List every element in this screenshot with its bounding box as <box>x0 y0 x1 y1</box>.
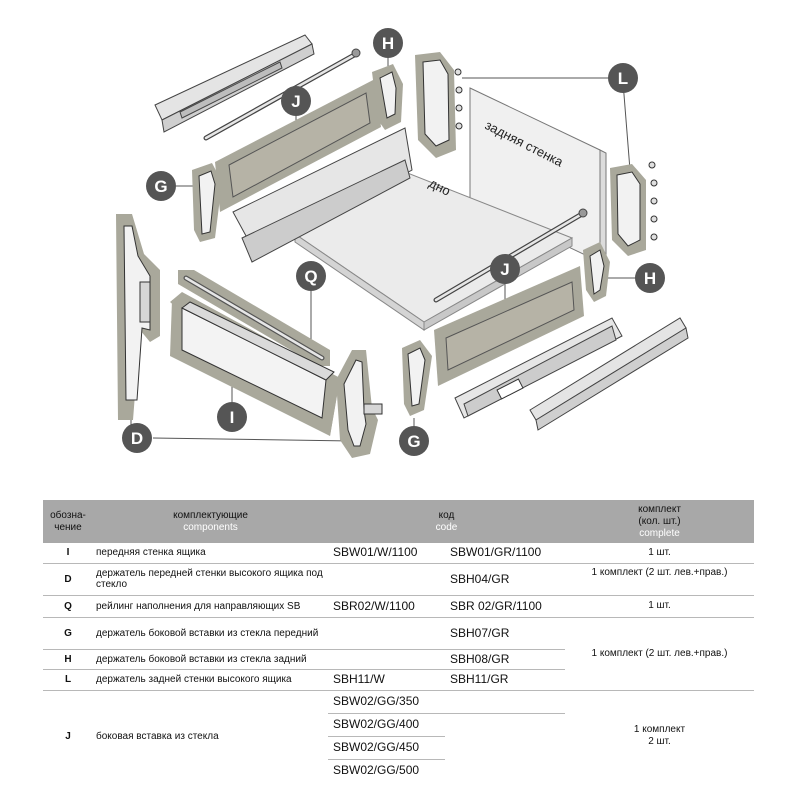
row-code2: SBR 02/GR/1100 <box>445 595 565 618</box>
row-kit: 1 шт. <box>565 543 754 564</box>
table-row: D держатель передней стенки высокого ящи… <box>43 563 754 596</box>
table-row: G держатель боковой вставки из стекла пе… <box>43 617 754 691</box>
row-code2: SBH07/GR <box>445 617 565 650</box>
callout-g-left: G <box>146 171 176 201</box>
row-code1 <box>328 649 445 670</box>
row-desc: держатель боковой вставки из стекла пере… <box>93 617 328 650</box>
empty-cell <box>445 713 565 736</box>
header-code: код code <box>328 500 565 543</box>
header-kit: комплект (кол. шт.) complete <box>565 500 754 543</box>
row-symbol: D <box>43 563 93 596</box>
callout-letter: H <box>644 269 656 288</box>
row-symbol: I <box>43 543 93 564</box>
callout-letter: D <box>131 429 143 448</box>
front-holder-d-right <box>336 350 383 458</box>
row-code1: SBH11/W <box>328 669 445 691</box>
row-code1: SBR02/W/1100 <box>328 595 445 618</box>
leader-lines <box>130 43 636 442</box>
table-row: SBW02/GG/450 <box>43 736 754 760</box>
row-desc: держатель задней стенки высокого ящика <box>93 669 328 691</box>
empty-cell <box>445 690 565 714</box>
front-wall-i <box>170 292 340 436</box>
row-kit: 1 комплект (2 шт. лев.+прав.) <box>565 563 754 596</box>
row-symbol: Q <box>43 595 93 618</box>
holder-g-right <box>402 340 432 416</box>
row-symbol: L <box>43 669 93 691</box>
table-header-row: обозна-чение комплектующие components ко… <box>43 500 754 543</box>
exploded-drawer-diagram: задняя стенка дно <box>116 28 689 458</box>
callout-letter: G <box>407 432 420 451</box>
table-row: I передняя стенка ящика SBW01/W/1100 SBW… <box>43 543 754 564</box>
row-symbol: G <box>43 617 93 650</box>
row-kit: 1 шт. <box>565 595 754 618</box>
row-code2: SBH04/GR <box>445 563 565 596</box>
callout-h-right: H <box>635 263 665 293</box>
holder-g-left <box>192 163 222 242</box>
holder-h-top <box>372 64 403 130</box>
callout-d: D <box>122 423 152 453</box>
callout-letter: Q <box>304 267 317 286</box>
table-row: SBW02/GG/500 <box>43 759 754 782</box>
row-code1: SBW02/GG/450 <box>328 736 445 760</box>
filling-rail-q <box>178 270 330 366</box>
empty-cell <box>445 759 565 782</box>
row-code1 <box>328 617 445 650</box>
callout-letter: I <box>230 408 235 427</box>
front-holder-d-left <box>116 214 160 420</box>
row-desc: рейлинг наполнения для направляющих SB <box>93 595 328 618</box>
row-desc: передняя стенка ящика <box>93 543 328 564</box>
callout-h-top: H <box>373 28 403 58</box>
row-code1: SBW02/GG/350 <box>328 690 445 714</box>
table-row: H держатель боковой вставки из стекла за… <box>43 649 754 670</box>
callout-q: Q <box>296 261 326 291</box>
header-symbol: обозна-чение <box>43 500 93 543</box>
row-code1 <box>328 563 445 596</box>
callout-letter: H <box>382 34 394 53</box>
rear-holder-l-left <box>415 52 463 158</box>
empty-cell <box>445 736 565 759</box>
callout-letter: G <box>154 177 167 196</box>
row-code1: SBW01/W/1100 <box>328 543 445 564</box>
glass-insert-upper <box>215 79 381 212</box>
row-kit: 1 комплект (2 шт. лев.+прав.) <box>565 617 754 691</box>
row-desc: боковая вставка из стекла <box>96 730 219 742</box>
rear-holder-l-right <box>610 161 658 256</box>
components-table: обозна-чение комплектующие components ко… <box>43 500 754 782</box>
rail-rod-top <box>203 48 361 141</box>
callout-g-right: G <box>399 426 429 456</box>
row-symbol: J <box>65 730 71 742</box>
table-row: L держатель задней стенки высокого ящика… <box>43 669 754 691</box>
side-wall-left <box>232 127 413 263</box>
header-components: комплектующие components <box>93 500 328 543</box>
callout-j-top: J <box>281 86 311 116</box>
callout-l: L <box>608 63 638 93</box>
row-code1: SBW02/GG/400 <box>328 713 445 737</box>
callout-i: I <box>217 402 247 432</box>
row-code2: SBW01/GR/1100 <box>445 543 565 564</box>
table-row: J боковая вставка из стекла SBW02/GG/350… <box>43 690 754 747</box>
row-desc: держатель передней стенки высокого ящика… <box>93 563 328 596</box>
glass-insert-lower <box>434 266 584 386</box>
callout-letter: J <box>500 260 509 279</box>
row-desc: держатель боковой вставки из стекла задн… <box>93 649 328 670</box>
slide-rail-top <box>154 34 315 133</box>
bottom-panel: дно <box>294 167 574 331</box>
row-code2: SBH08/GR <box>445 649 565 670</box>
row-code2: SBH11/GR <box>445 669 565 691</box>
callout-letter: J <box>291 92 300 111</box>
table-row: SBW02/GG/400 <box>43 713 754 737</box>
row-symbol: H <box>43 649 93 670</box>
callout-letter: L <box>618 69 628 88</box>
slide-rail-bottom <box>529 317 689 431</box>
row-code1: SBW02/GG/500 <box>333 763 420 778</box>
holder-h-right <box>583 242 610 302</box>
callout-j-bottom: J <box>490 254 520 284</box>
table-row: Q рейлинг наполнения для направляющих SB… <box>43 595 754 618</box>
side-wall-right <box>454 317 623 419</box>
